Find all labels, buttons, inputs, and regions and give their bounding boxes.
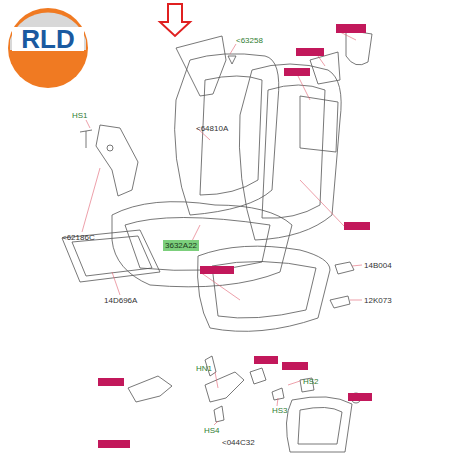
part-label: HN1 bbox=[196, 364, 212, 373]
part-label: HS1 bbox=[72, 111, 88, 120]
part-label: <64810A bbox=[196, 124, 228, 133]
part-label: HS2 bbox=[303, 377, 319, 386]
pointer-arrow bbox=[160, 4, 190, 36]
logo-badge: RLD bbox=[21, 26, 74, 53]
leader-lines bbox=[82, 30, 362, 425]
part-label: 14D696A bbox=[104, 296, 137, 305]
seat-lines bbox=[62, 30, 372, 452]
part-label: 12K073 bbox=[364, 296, 392, 305]
highlight-marks bbox=[98, 24, 372, 448]
part-label: HS4 bbox=[204, 426, 220, 435]
logo-text: RLD bbox=[21, 26, 74, 53]
part-label: <62186C bbox=[62, 233, 95, 242]
logo-circle bbox=[8, 8, 88, 88]
part-number: 3632A22 bbox=[165, 241, 197, 250]
highlight-box: 3632A22 bbox=[163, 240, 199, 251]
part-label: <63258 bbox=[236, 36, 263, 45]
part-label: HS3 bbox=[272, 406, 288, 415]
part-label: 14B004 bbox=[364, 261, 392, 270]
part-label: <044C32 bbox=[222, 438, 255, 447]
